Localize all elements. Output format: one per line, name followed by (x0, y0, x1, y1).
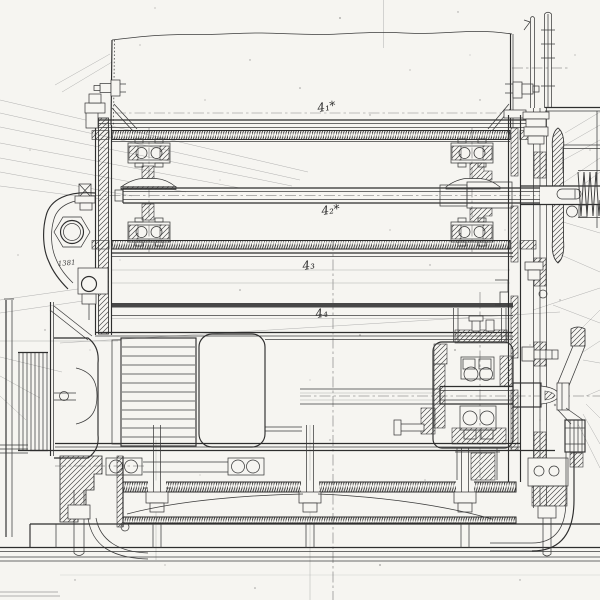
label-roller4: 4₄ (313, 305, 328, 321)
right-lower-assembly (490, 452, 575, 557)
pedestal-bearing (59, 455, 265, 560)
pipe-curve-1 (126, 493, 304, 515)
pipe-elbow-inner (531, 452, 567, 544)
base-frame (0, 425, 600, 562)
roller-band-dark (112, 303, 513, 308)
roller-shaft (114, 181, 540, 209)
flywheel (556, 326, 586, 468)
hopper (93, 31, 540, 132)
roller-band-top (111, 130, 511, 140)
base-channel-bottom (122, 516, 517, 524)
paper-speckles (17, 7, 591, 589)
roller-band-bottom (111, 240, 511, 250)
label-part-note: 1381 (57, 258, 75, 268)
labels: 4₁* 4₂* 4₃ 4₄ 1381 (57, 98, 340, 321)
pipe-elbow-outer (531, 452, 575, 552)
bearing-bracket-top-left (120, 165, 177, 190)
motor-end-housing (198, 333, 266, 448)
gearbox (393, 308, 561, 481)
mid-rollers (112, 269, 513, 319)
hopper-left-bolt (93, 79, 126, 97)
anchor-bolt-1 (145, 425, 169, 513)
label-roller1: 4₁* (315, 98, 336, 115)
anchor-bolt-2 (298, 425, 322, 513)
hopper-right-bolt (505, 81, 540, 99)
anchor-bolt-3 (453, 448, 477, 513)
right-frame-column (495, 108, 550, 508)
coil-spring (577, 171, 600, 217)
label-roller3: 4₃ (300, 257, 315, 273)
bearing-bracket-bottom-right (469, 207, 493, 223)
left-frame-column (43, 93, 113, 335)
hex-nut-bore (53, 216, 91, 248)
pipe-curve-2 (317, 493, 493, 520)
pulley (0, 298, 99, 537)
motor (111, 333, 266, 448)
machine-body (30, 331, 555, 452)
bearing-bracket-bottom-left (141, 203, 155, 221)
label-roller2: 4₂* (319, 202, 340, 219)
bearing-bracket-top-right (445, 162, 501, 190)
roller-deck (86, 119, 543, 257)
spring-assembly (521, 127, 600, 264)
